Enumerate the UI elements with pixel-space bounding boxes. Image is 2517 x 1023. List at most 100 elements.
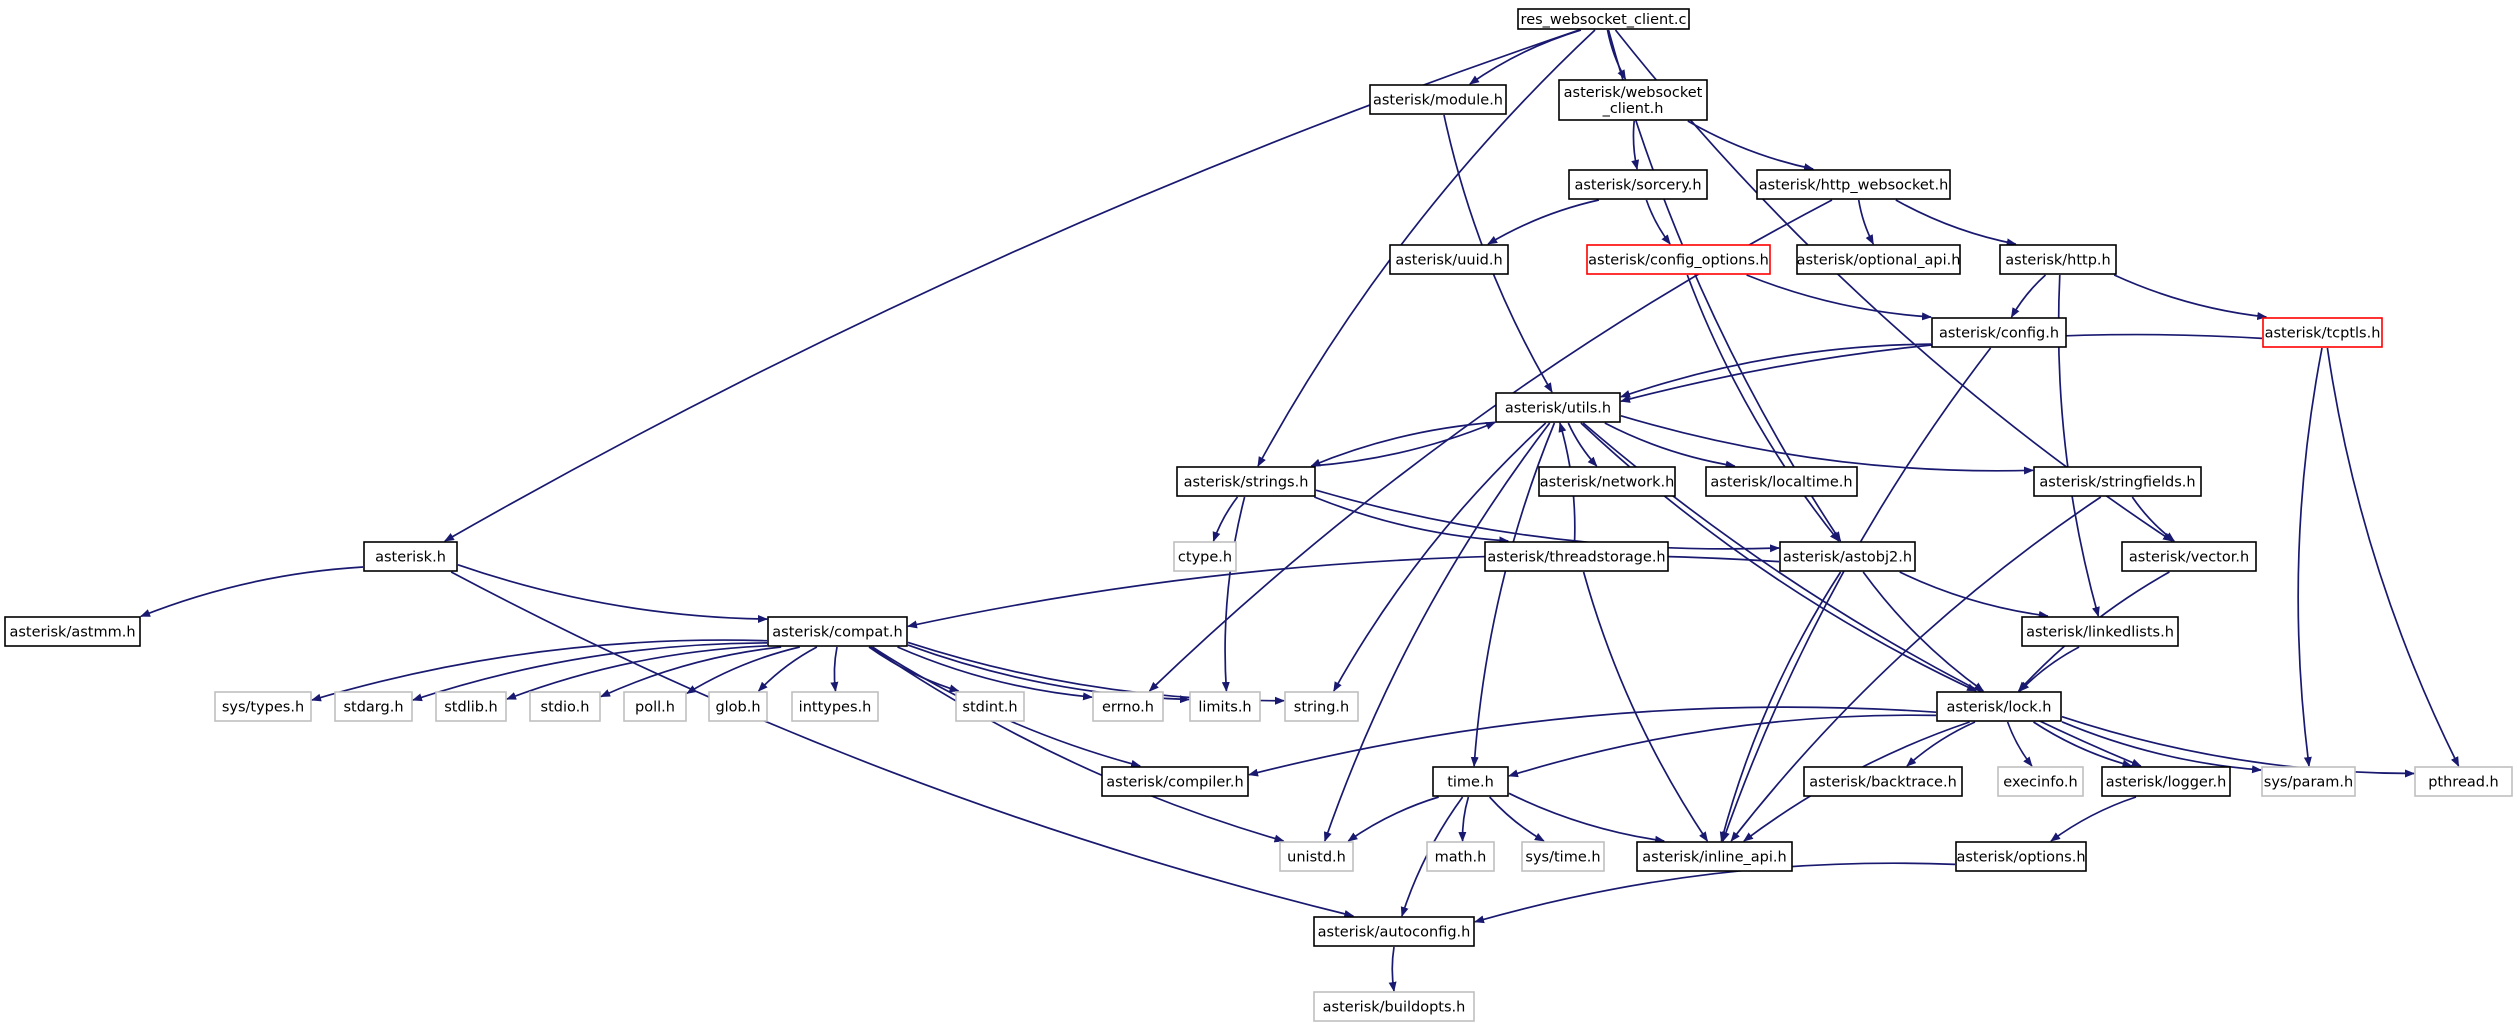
node-box[interactable]: [1495, 392, 1621, 423]
node-box[interactable]: [1426, 841, 1495, 872]
node-asterisk-compat-h[interactable]: asterisk/compat.h: [767, 616, 908, 647]
node-box[interactable]: [1756, 169, 1951, 200]
node-box[interactable]: [2021, 616, 2179, 647]
node-asterisk-autoconfig-h[interactable]: asterisk/autoconfig.h: [1313, 916, 1475, 947]
node-box[interactable]: [1313, 916, 1475, 947]
node-box[interactable]: [1779, 541, 1916, 572]
node-box[interactable]: [1705, 466, 1858, 497]
node-box[interactable]: [708, 691, 768, 722]
node-box[interactable]: [1936, 691, 2062, 722]
node-box[interactable]: [1313, 991, 1475, 1022]
node-box[interactable]: [1389, 244, 1509, 275]
node-math-h[interactable]: math.h: [1426, 841, 1495, 872]
node-box[interactable]: [2262, 317, 2383, 348]
node-asterisk-backtrace-h[interactable]: asterisk/backtrace.h: [1803, 766, 1963, 797]
node-box[interactable]: [1955, 841, 2087, 872]
node-box[interactable]: [1432, 766, 1509, 797]
node-asterisk-buildopts-h[interactable]: asterisk/buildopts.h: [1313, 991, 1475, 1022]
node-box[interactable]: [1189, 691, 1261, 722]
node-box[interactable]: [1568, 169, 1708, 200]
node-box[interactable]: [1484, 541, 1669, 572]
node-asterisk-optional-api-h[interactable]: asterisk/optional_api.h: [1796, 244, 1961, 275]
node-box[interactable]: [1101, 766, 1249, 797]
node-box[interactable]: [1931, 317, 2067, 348]
node-asterisk-lock-h[interactable]: asterisk/lock.h: [1936, 691, 2062, 722]
node-asterisk-http-h[interactable]: asterisk/http.h: [1999, 244, 2117, 275]
node-errno-h[interactable]: errno.h: [1092, 691, 1164, 722]
node-box[interactable]: [1803, 766, 1963, 797]
node-asterisk-websocket-client-h[interactable]: asterisk/websocket_client.h: [1558, 79, 1708, 121]
node-box[interactable]: [363, 541, 458, 572]
node-box[interactable]: [1279, 841, 1354, 872]
node-inttypes-h[interactable]: inttypes.h: [791, 691, 879, 722]
node-asterisk-stringfields-h[interactable]: asterisk/stringfields.h: [2033, 466, 2202, 497]
node-asterisk-config-h[interactable]: asterisk/config.h: [1931, 317, 2067, 348]
node-stdarg-h[interactable]: stdarg.h: [334, 691, 413, 722]
node-box[interactable]: [435, 691, 507, 722]
node-time-h[interactable]: time.h: [1432, 766, 1509, 797]
node-string-h[interactable]: string.h: [1284, 691, 1359, 722]
node-box[interactable]: [623, 691, 687, 722]
node-asterisk-network-h[interactable]: asterisk/network.h: [1538, 466, 1676, 497]
node-box[interactable]: [1092, 691, 1164, 722]
node-glob-h[interactable]: glob.h: [708, 691, 768, 722]
node-asterisk-localtime-h[interactable]: asterisk/localtime.h: [1705, 466, 1858, 497]
node-box[interactable]: [1636, 841, 1793, 872]
node-asterisk-astobj2-h[interactable]: asterisk/astobj2.h: [1779, 541, 1916, 572]
node-asterisk-threadstorage-h[interactable]: asterisk/threadstorage.h: [1484, 541, 1669, 572]
node-box[interactable]: [2033, 466, 2202, 497]
node-asterisk-http-websocket-h[interactable]: asterisk/http_websocket.h: [1756, 169, 1951, 200]
node-unistd-h[interactable]: unistd.h: [1279, 841, 1354, 872]
node-res-websocket-client-c[interactable]: res_websocket_client.c: [1517, 8, 1690, 30]
node-box[interactable]: [529, 691, 601, 722]
node-ctype-h[interactable]: ctype.h: [1173, 541, 1237, 572]
node-box[interactable]: [1176, 466, 1316, 497]
node-asterisk-astmm-h[interactable]: asterisk/astmm.h: [4, 616, 141, 647]
node-box[interactable]: [1521, 841, 1605, 872]
node-box[interactable]: [2101, 766, 2231, 797]
node-box[interactable]: [1796, 244, 1961, 275]
node-box[interactable]: [1999, 244, 2117, 275]
node-asterisk-sorcery-h[interactable]: asterisk/sorcery.h: [1568, 169, 1708, 200]
node-pthread-h[interactable]: pthread.h: [2414, 766, 2513, 797]
node-execinfo-h[interactable]: execinfo.h: [1997, 766, 2084, 797]
node-box[interactable]: [767, 616, 908, 647]
node-asterisk-options-h[interactable]: asterisk/options.h: [1955, 841, 2087, 872]
node-box[interactable]: [1173, 541, 1237, 572]
node-sys-param-h[interactable]: sys/param.h: [2261, 766, 2356, 797]
node-box[interactable]: [2121, 541, 2257, 572]
node-box[interactable]: [214, 691, 312, 722]
node-asterisk-uuid-h[interactable]: asterisk/uuid.h: [1389, 244, 1509, 275]
node-sys-types-h[interactable]: sys/types.h: [214, 691, 312, 722]
node-box[interactable]: [1517, 8, 1690, 30]
node-box[interactable]: [1558, 79, 1708, 121]
node-poll-h[interactable]: poll.h: [623, 691, 687, 722]
node-box[interactable]: [1538, 466, 1676, 497]
node-box[interactable]: [955, 691, 1025, 722]
node-asterisk-config-options-h[interactable]: asterisk/config_options.h: [1586, 244, 1771, 275]
node-asterisk-module-h[interactable]: asterisk/module.h: [1369, 84, 1507, 115]
node-box[interactable]: [1369, 84, 1507, 115]
node-stdlib-h[interactable]: stdlib.h: [435, 691, 507, 722]
node-asterisk-linkedlists-h[interactable]: asterisk/linkedlists.h: [2021, 616, 2179, 647]
node-asterisk-strings-h[interactable]: asterisk/strings.h: [1176, 466, 1316, 497]
node-stdint-h[interactable]: stdint.h: [955, 691, 1025, 722]
node-asterisk-h[interactable]: asterisk.h: [363, 541, 458, 572]
node-box[interactable]: [4, 616, 141, 647]
node-box[interactable]: [1284, 691, 1359, 722]
node-box[interactable]: [334, 691, 413, 722]
node-asterisk-tcptls-h[interactable]: asterisk/tcptls.h: [2262, 317, 2383, 348]
node-asterisk-utils-h[interactable]: asterisk/utils.h: [1495, 392, 1621, 423]
node-box[interactable]: [2261, 766, 2356, 797]
node-box[interactable]: [1586, 244, 1771, 275]
node-box[interactable]: [1997, 766, 2084, 797]
node-sys-time-h[interactable]: sys/time.h: [1521, 841, 1605, 872]
node-asterisk-logger-h[interactable]: asterisk/logger.h: [2101, 766, 2231, 797]
node-asterisk-vector-h[interactable]: asterisk/vector.h: [2121, 541, 2257, 572]
node-box[interactable]: [2414, 766, 2513, 797]
node-stdio-h[interactable]: stdio.h: [529, 691, 601, 722]
node-box[interactable]: [791, 691, 879, 722]
node-asterisk-compiler-h[interactable]: asterisk/compiler.h: [1101, 766, 1249, 797]
node-asterisk-inline-api-h[interactable]: asterisk/inline_api.h: [1636, 841, 1793, 872]
node-limits-h[interactable]: limits.h: [1189, 691, 1261, 722]
